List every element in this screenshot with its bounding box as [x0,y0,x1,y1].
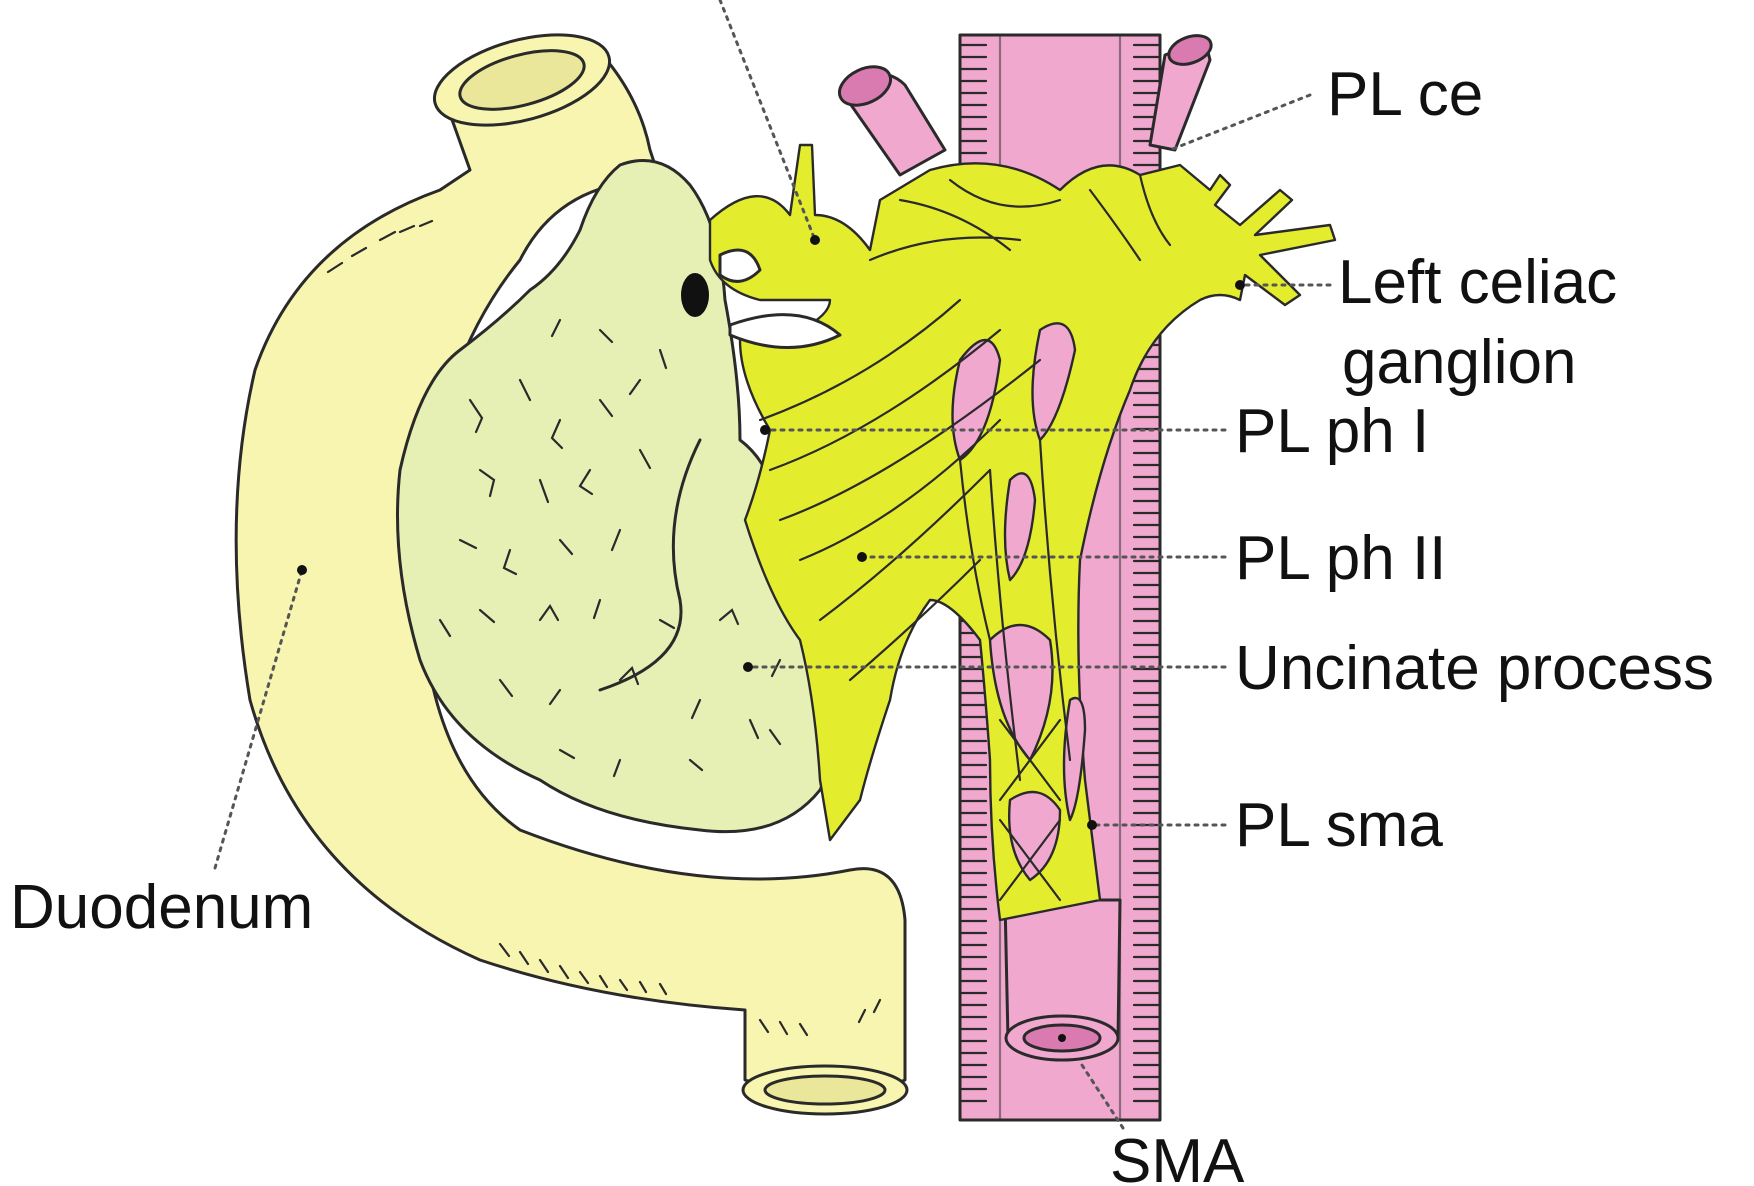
dot-pl-ph1 [760,425,770,435]
dot-top [810,235,820,245]
dot-uncinate [743,662,753,672]
dot-pl-ph2 [857,552,867,562]
dot-duodenum [297,565,307,575]
label-pl-ce: PL ce [1327,60,1483,129]
label-uncinate-process: Uncinate process [1235,634,1714,703]
label-pl-sma: PL sma [1235,791,1443,860]
label-duodenum: Duodenum [10,873,313,942]
label-sma: SMA [1110,1127,1245,1186]
dot-left-celiac [1235,280,1245,290]
label-left-celiac-line1: Left celiac [1338,248,1617,317]
dot-pl-sma [1087,820,1097,830]
label-pl-ph1: PL ph I [1235,397,1429,466]
label-left-celiac-line2: ganglion [1342,328,1576,397]
label-pl-ph2: PL ph II [1235,524,1446,593]
